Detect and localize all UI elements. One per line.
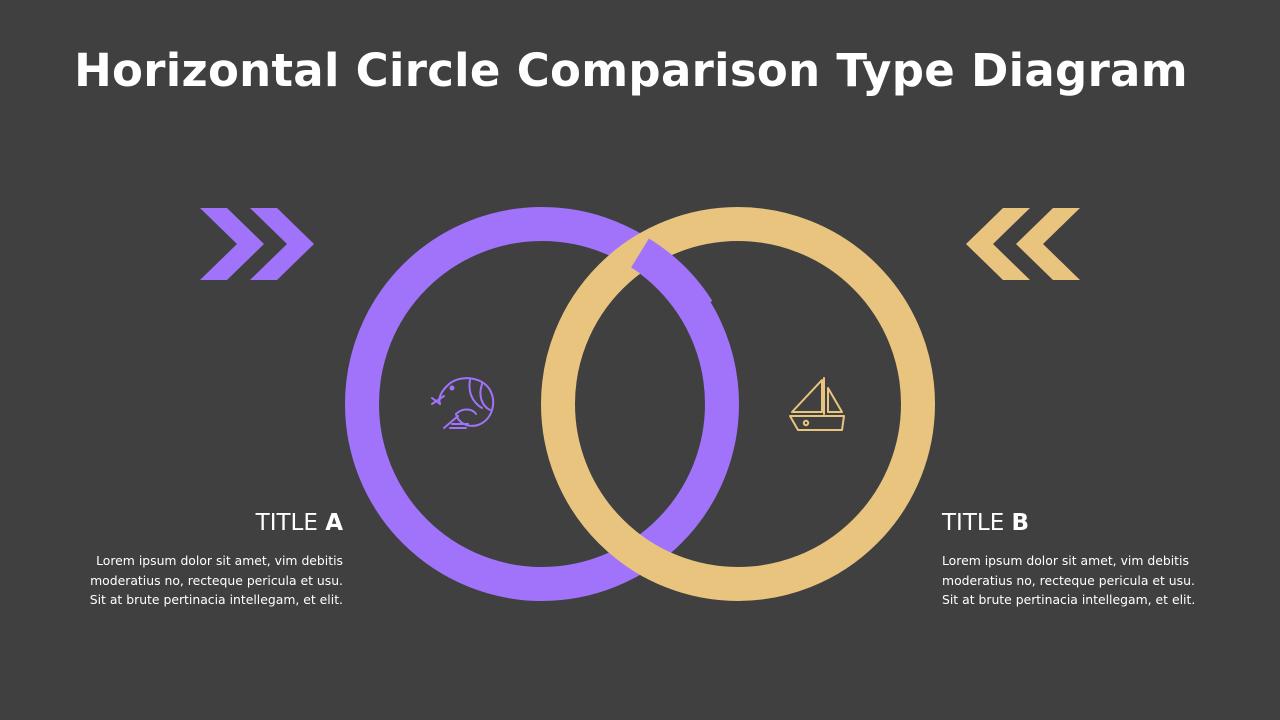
- shrimp-icon: [431, 377, 495, 429]
- circle-a: [345, 207, 739, 601]
- title-a-letter: A: [325, 510, 343, 536]
- circle-a-overlap-arc: [630, 238, 713, 320]
- page-title: Horizontal Circle Comparison Type Diagra…: [74, 44, 1188, 97]
- body-a-line-3: Sit at brute pertinacia intellegam, et e…: [89, 592, 343, 607]
- circle-b: [541, 207, 935, 601]
- chevron-right-icon: [200, 208, 314, 280]
- body-a-line-1: Lorem ipsum dolor sit amet, vim debitis: [96, 553, 343, 568]
- body-text-b: Lorem ipsum dolor sit amet, vim debitis …: [942, 551, 1232, 610]
- title-a-prefix: TITLE: [255, 510, 326, 536]
- sailboat-icon: [789, 377, 845, 431]
- body-text-a: Lorem ipsum dolor sit amet, vim debitis …: [53, 551, 343, 610]
- body-b-line-2: moderatius no, recteque pericula et usu.: [942, 572, 1195, 588]
- title-a: TITLE A: [256, 510, 343, 536]
- body-b-line-1: Lorem ipsum dolor sit amet, vim debitis: [942, 553, 1189, 568]
- chevron-left-icon: [966, 208, 1080, 280]
- title-b-prefix: TITLE: [942, 510, 1012, 536]
- body-b-line-3: Sit at brute pertinacia intellegam, et e…: [942, 592, 1196, 607]
- body-a-line-2: moderatius no, recteque pericula et usu.: [90, 572, 343, 588]
- title-b: TITLE B: [942, 510, 1029, 536]
- title-b-letter: B: [1011, 510, 1030, 536]
